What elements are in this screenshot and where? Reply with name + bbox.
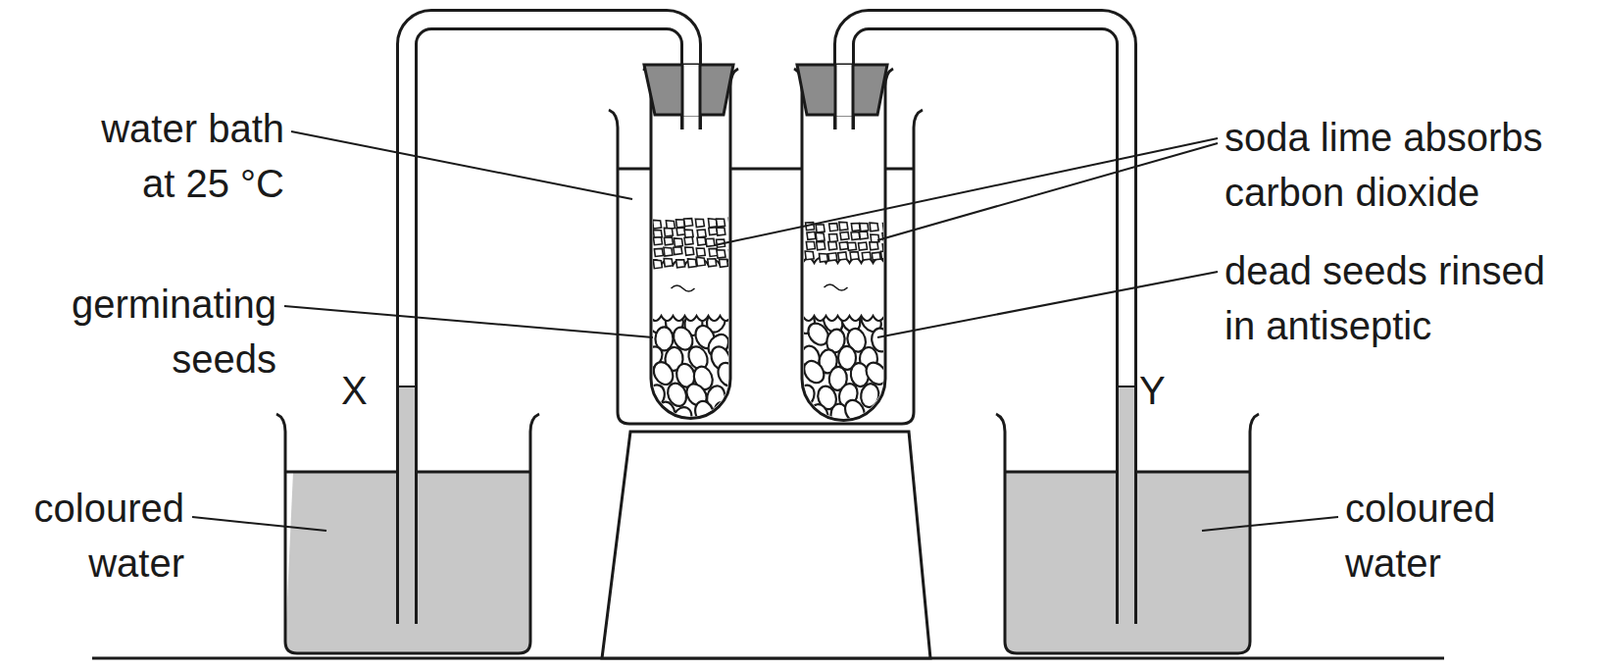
tube-marker: X [341,362,381,418]
leader-lines [192,131,1339,531]
stopper-right [797,64,888,115]
delivery-tube-left [406,19,692,624]
part-label: coloured water [7,480,185,591]
part-label: water bath at 25 °C [78,100,285,211]
tube-marker: Y [1139,362,1179,418]
part-label: germinating seeds [49,276,277,387]
part-label: soda lime absorbs carbon dioxide [1224,109,1578,220]
part-label: coloured water [1345,480,1522,591]
stopper-left [644,64,734,115]
part-label: dead seeds rinsed in antiseptic [1224,243,1578,353]
delivery-tube-right [844,19,1127,624]
stand [601,431,931,658]
